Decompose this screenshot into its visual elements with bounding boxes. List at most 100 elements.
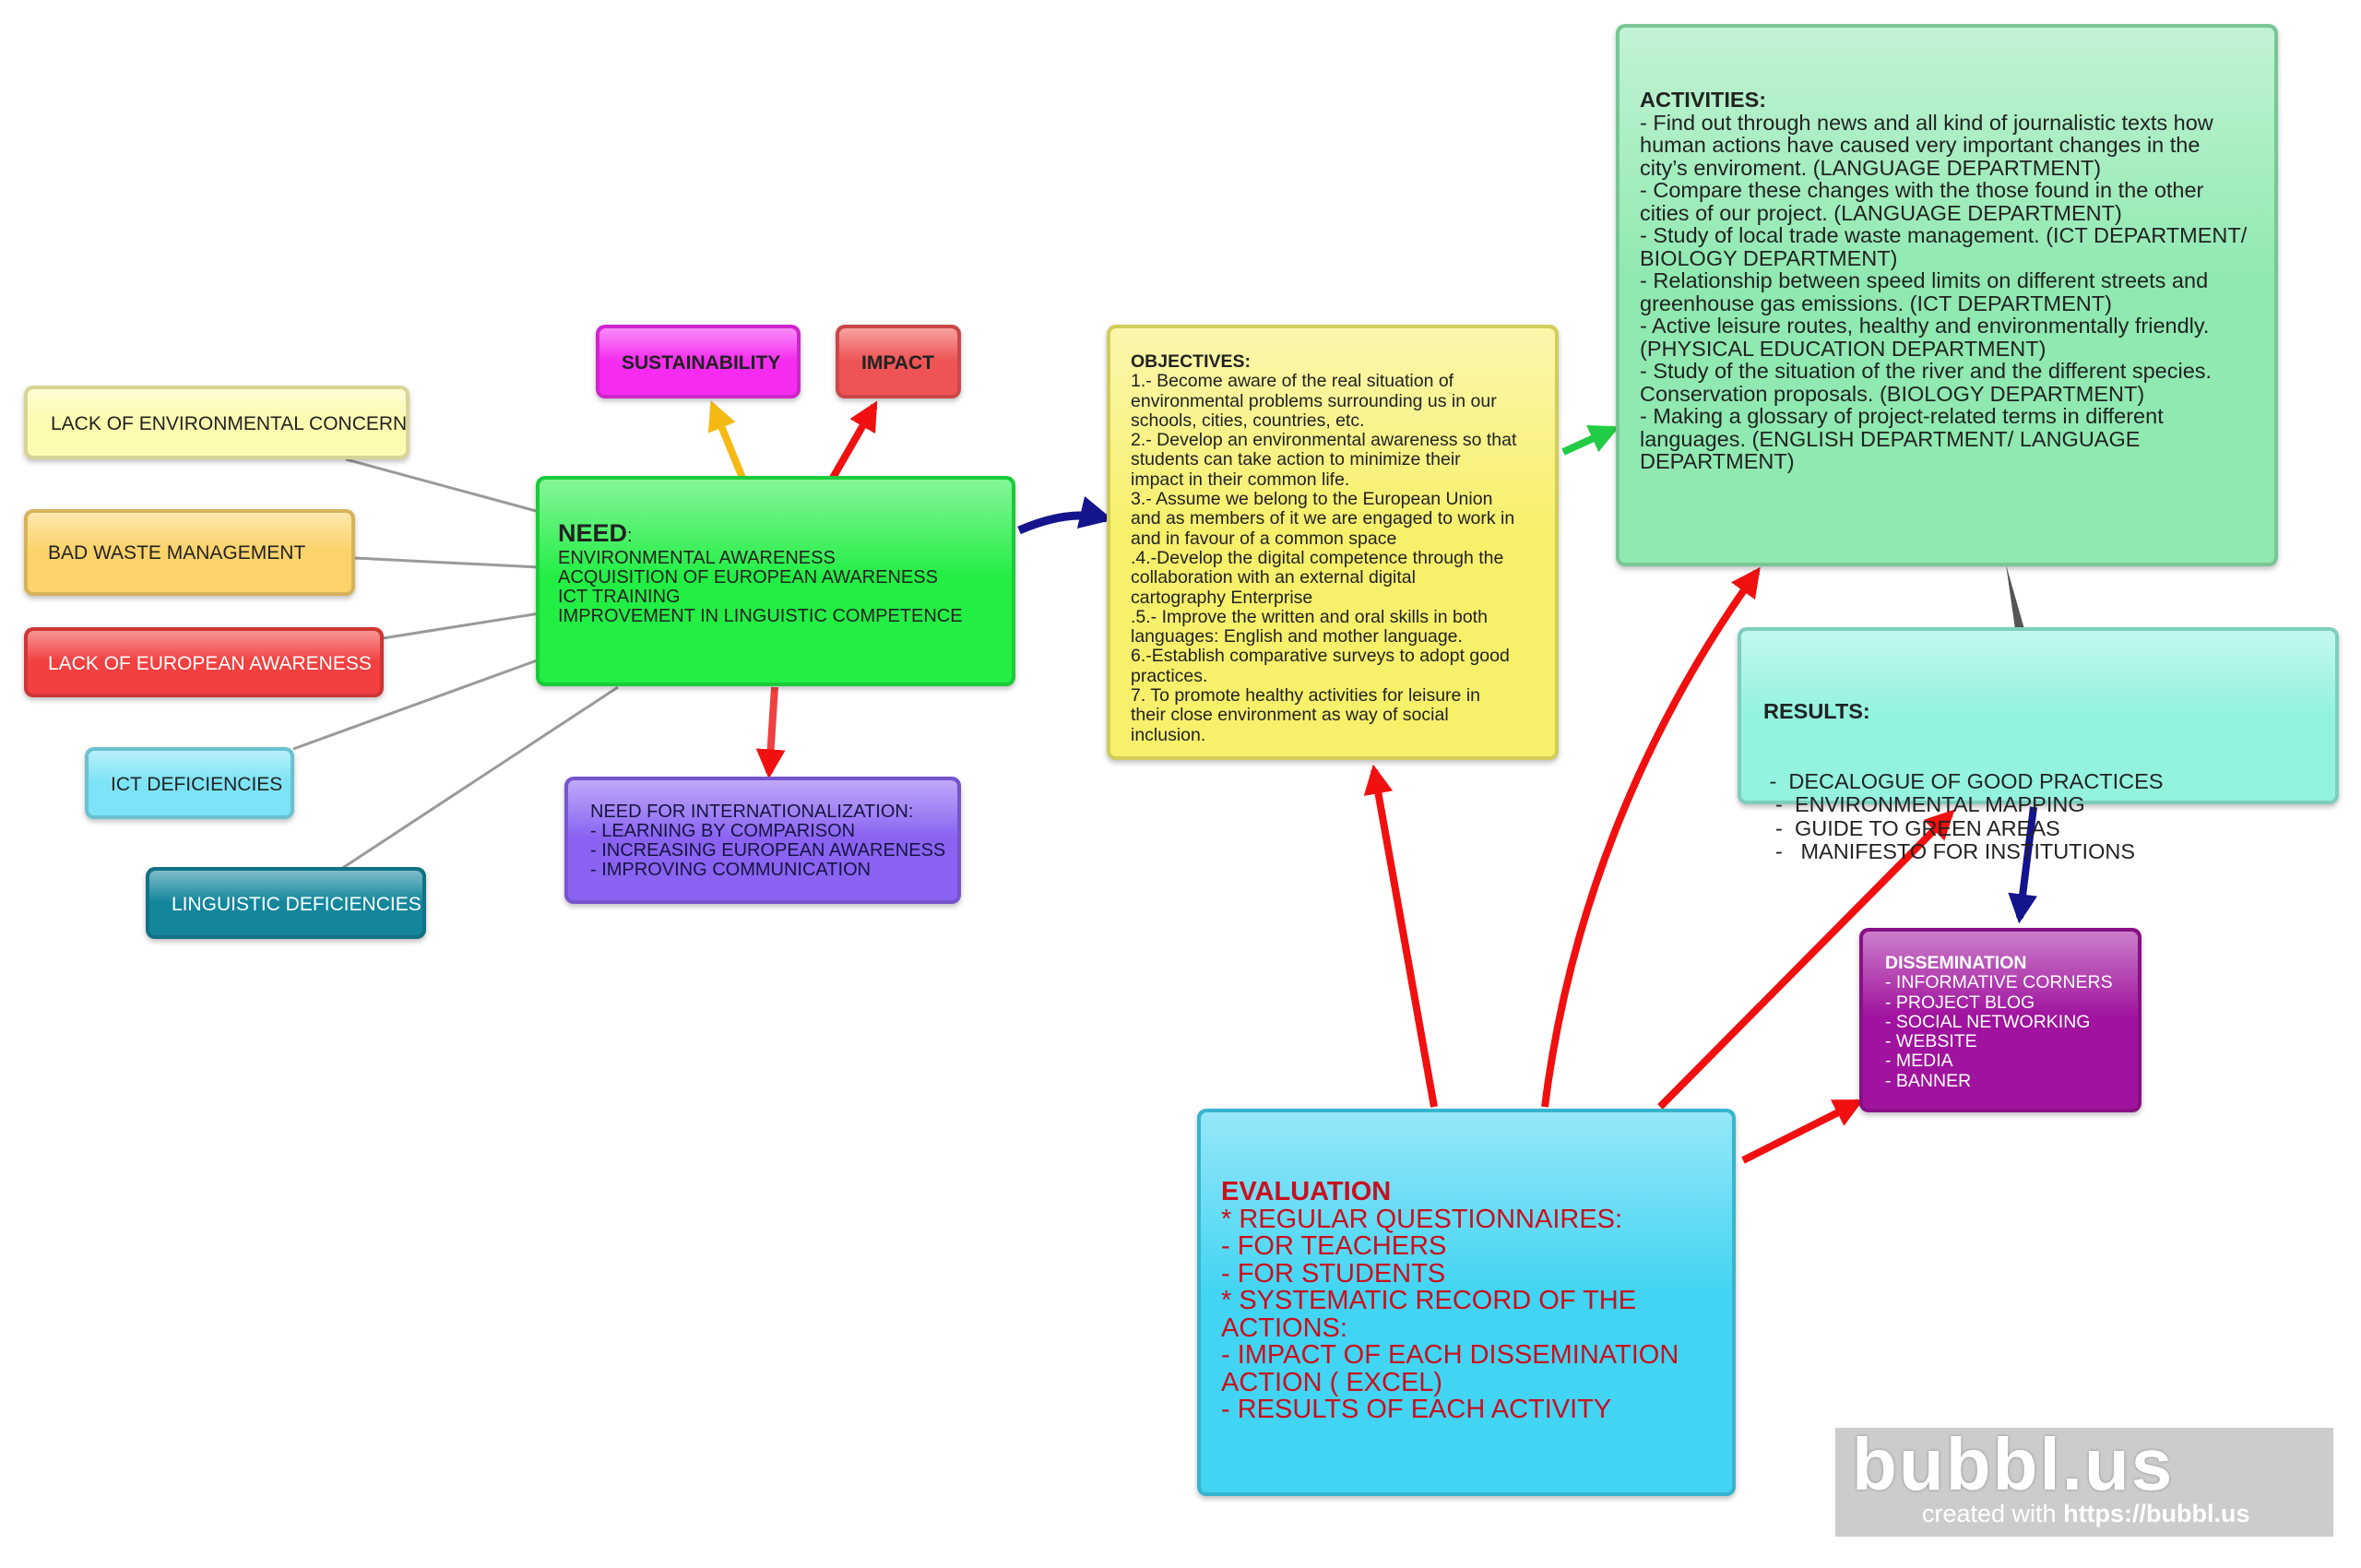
need-line: ENVIRONMENTAL AWARENESS bbox=[558, 548, 836, 568]
dissemination-line: - INFORMATIVE CORNERS bbox=[1885, 972, 2113, 993]
cause-label: ICT DEFICIENCIES bbox=[111, 774, 283, 795]
objectives-line: languages: English and mother language. bbox=[1131, 626, 1463, 647]
activities-line: - Compare these changes with the those f… bbox=[1640, 178, 2204, 202]
activities-line: - Find out through news and all kind of … bbox=[1640, 110, 2213, 135]
dissemination-node[interactable]: DISSEMINATION - INFORMATIVE CORNERS- PRO… bbox=[1859, 928, 2142, 1112]
objectives-line: students can take action to minimize the… bbox=[1131, 449, 1461, 470]
dissemination-line: - BANNER bbox=[1885, 1070, 1972, 1091]
internationalization-node[interactable]: NEED FOR INTERNATIONALIZATION: - LEARNIN… bbox=[564, 777, 961, 904]
cause-node-european-awareness[interactable]: LACK OF EUROPEAN AWARENESS bbox=[24, 627, 384, 697]
cause-node-linguistic-deficiencies[interactable]: LINGUISTIC DEFICIENCIES bbox=[146, 867, 426, 939]
arrow-need-objectives bbox=[1017, 495, 1114, 535]
evaluation-line: * SYSTEMATIC RECORD OF THE bbox=[1221, 1286, 1637, 1315]
impact-node[interactable]: IMPACT bbox=[836, 325, 961, 398]
arrow-evaluation-activities bbox=[1541, 566, 1761, 1108]
evaluation-title: EVALUATION bbox=[1221, 1177, 1392, 1206]
bubbl-logo: bubbl.us bbox=[1852, 1423, 2175, 1505]
need-line: IMPROVEMENT IN LINGUISTIC COMPETENCE bbox=[558, 606, 963, 626]
need-line: ICT TRAINING bbox=[558, 587, 681, 607]
sustainability-node[interactable]: SUSTAINABILITY bbox=[596, 325, 801, 398]
activities-line: human actions have caused very important… bbox=[1640, 133, 2201, 157]
need-text: NEED: ENVIRONMENTAL AWARENESS ACQUISITIO… bbox=[558, 519, 963, 626]
arrow-need-sustainability bbox=[707, 400, 746, 480]
cause-label: LACK OF ENVIRONMENTAL CONCERN bbox=[51, 413, 408, 434]
activities-line: languages. (ENGLISH DEPARTMENT/ LANGUAGE bbox=[1640, 426, 2141, 451]
cause-node-waste-management[interactable]: BAD WASTE MANAGEMENT bbox=[24, 509, 355, 596]
need-line: ACQUISITION OF EUROPEAN AWARENESS bbox=[558, 567, 938, 588]
evaluation-line: - FOR STUDENTS bbox=[1221, 1258, 1446, 1289]
evaluation-text: EVALUATION * REGULAR QUESTIONNAIRES:- FO… bbox=[1221, 1177, 1679, 1424]
activities-line: DEPARTMENT) bbox=[1640, 449, 1795, 473]
results-title: RESULTS: bbox=[1763, 698, 1870, 723]
activities-text: ACTIVITIES: - Find out through news and … bbox=[1640, 89, 2247, 473]
results-line: - ENVIRONMENTAL MAPPING bbox=[1763, 792, 2085, 817]
results-node[interactable]: RESULTS: - DECALOGUE OF GOOD PRACTICES -… bbox=[1738, 627, 2339, 863]
activities-node[interactable]: ACTIVITIES: - Find out through news and … bbox=[1616, 24, 2278, 566]
connector-cause-3 bbox=[382, 612, 540, 640]
objectives-node[interactable]: OBJECTIVES: 1.- Become aware of the real… bbox=[1107, 325, 1559, 760]
arrow-need-impact bbox=[829, 400, 878, 480]
dissemination-text: DISSEMINATION - INFORMATIVE CORNERS- PRO… bbox=[1885, 953, 2113, 1091]
connector-cause-5 bbox=[340, 685, 619, 871]
internationalization-line: - IMPROVING COMMUNICATION bbox=[590, 860, 872, 880]
arrow-evaluation-results bbox=[1657, 809, 1955, 1110]
evaluation-line: - RESULTS OF EACH ACTIVITY bbox=[1221, 1395, 1612, 1424]
connector-cause-1 bbox=[345, 457, 540, 514]
arrow-objectives-activities bbox=[1561, 425, 1619, 456]
pointer-results-activities bbox=[2006, 564, 2024, 629]
internationalization-line: NEED FOR INTERNATIONALIZATION: bbox=[590, 802, 914, 822]
activities-title: ACTIVITIES: bbox=[1640, 88, 1767, 112]
arrow-results-dissemination bbox=[2008, 806, 2038, 924]
need-node[interactable]: NEED: ENVIRONMENTAL AWARENESS ACQUISITIO… bbox=[536, 476, 1015, 686]
objectives-line: 6.-Establish comparative surveys to adop… bbox=[1131, 646, 1510, 667]
bubbl-credit: created with https://bubbl.us bbox=[1922, 1500, 2250, 1528]
cause-label: BAD WASTE MANAGEMENT bbox=[48, 542, 306, 564]
objectives-line: collaboration with an external digital bbox=[1131, 567, 1416, 588]
objectives-title: OBJECTIVES: bbox=[1131, 351, 1252, 372]
objectives-line: cartography Enterprise bbox=[1131, 587, 1313, 608]
objectives-line: .4.-Develop the digital competence throu… bbox=[1131, 547, 1504, 568]
objectives-line: practices. bbox=[1131, 665, 1208, 686]
activities-line: - Study of local trade waste management.… bbox=[1640, 223, 2248, 247]
objectives-line: inclusion. bbox=[1131, 724, 1206, 745]
activities-line: - Making a glossary of project-related t… bbox=[1640, 404, 2164, 428]
objectives-line: .5.- Improve the written and oral skills… bbox=[1131, 606, 1488, 627]
internationalization-text: NEED FOR INTERNATIONALIZATION: - LEARNIN… bbox=[590, 802, 945, 880]
evaluation-line: - IMPACT OF EACH DISSEMINATION bbox=[1221, 1340, 1679, 1370]
impact-label: IMPACT bbox=[861, 352, 934, 374]
evaluation-line: ACTIONS: bbox=[1221, 1313, 1347, 1343]
dissemination-line: - SOCIAL NETWORKING bbox=[1885, 1011, 2091, 1032]
results-text: RESULTS: - DECALOGUE OF GOOD PRACTICES -… bbox=[1763, 653, 2164, 864]
arrow-need-internationalization bbox=[755, 686, 786, 779]
results-line: - DECALOGUE OF GOOD PRACTICES bbox=[1763, 769, 2164, 794]
objectives-line: and in favour of a common space bbox=[1131, 528, 1397, 549]
cause-label: LACK OF EUROPEAN AWARENESS bbox=[48, 653, 372, 674]
bubbl-credit-url: https://bubbl.us bbox=[2063, 1500, 2250, 1527]
internationalization-line: - LEARNING BY COMPARISON bbox=[590, 821, 856, 841]
activities-line: Conservation proposals. (BIOLOGY DEPARTM… bbox=[1640, 381, 2145, 406]
dissemination-title: DISSEMINATION bbox=[1885, 953, 2027, 973]
objectives-line: schools, cities, countries, etc. bbox=[1131, 410, 1365, 431]
results-line: - MANIFESTO FOR INSTITUTIONS bbox=[1763, 839, 2135, 864]
objectives-line: 7. To promote healthy activities for lei… bbox=[1131, 685, 1480, 707]
evaluation-node[interactable]: EVALUATION * REGULAR QUESTIONNAIRES:- FO… bbox=[1197, 1109, 1736, 1496]
evaluation-line: * REGULAR QUESTIONNAIRES: bbox=[1221, 1204, 1623, 1234]
activities-line: - Active leisure routes, healthy and env… bbox=[1640, 314, 2210, 338]
objectives-line: environmental problems surrounding us in… bbox=[1131, 390, 1497, 411]
arrow-evaluation-dissemination bbox=[1741, 1099, 1864, 1164]
objectives-line: 1.- Become aware of the real situation o… bbox=[1131, 371, 1454, 392]
activities-line: - Relationship between speed limits on d… bbox=[1640, 268, 2209, 292]
activities-line: greenhouse gas emissions. (ICT DEPARTMEN… bbox=[1640, 291, 2112, 315]
evaluation-line: - FOR TEACHERS bbox=[1221, 1231, 1447, 1261]
dissemination-line: - PROJECT BLOG bbox=[1885, 992, 2035, 1013]
activities-line: (PHYSICAL EDUCATION DEPARTMENT) bbox=[1640, 336, 2047, 361]
arrow-evaluation-objectives bbox=[1363, 764, 1438, 1108]
bubbl-credit-prefix: created with bbox=[1922, 1500, 2064, 1527]
dissemination-line: - MEDIA bbox=[1885, 1051, 1953, 1072]
bubbl-watermark: bubbl.us created with https://bubbl.us bbox=[1835, 1423, 2333, 1537]
results-line: - GUIDE TO GREEN AREAS bbox=[1763, 815, 2060, 840]
cause-node-ict-deficiencies[interactable]: ICT DEFICIENCIES bbox=[85, 747, 294, 819]
cause-node-environmental-concern[interactable]: LACK OF ENVIRONMENTAL CONCERN bbox=[24, 386, 409, 459]
